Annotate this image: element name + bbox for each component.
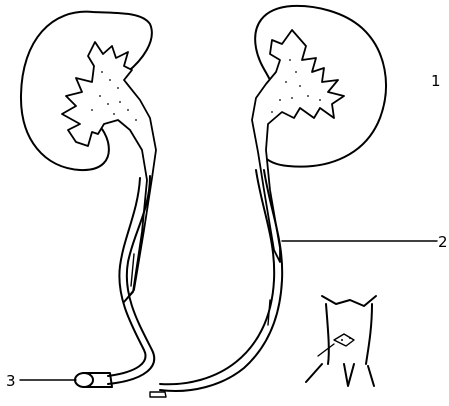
- body-torso-icon: [306, 296, 376, 386]
- right-ureter: [160, 170, 282, 391]
- right-kidney: [252, 6, 386, 262]
- label-2: 2: [438, 233, 448, 251]
- label-1: 1: [431, 72, 441, 90]
- left-kidney: [21, 12, 156, 302]
- stent-bladder-end: [75, 373, 166, 397]
- label-3: 3: [6, 372, 16, 390]
